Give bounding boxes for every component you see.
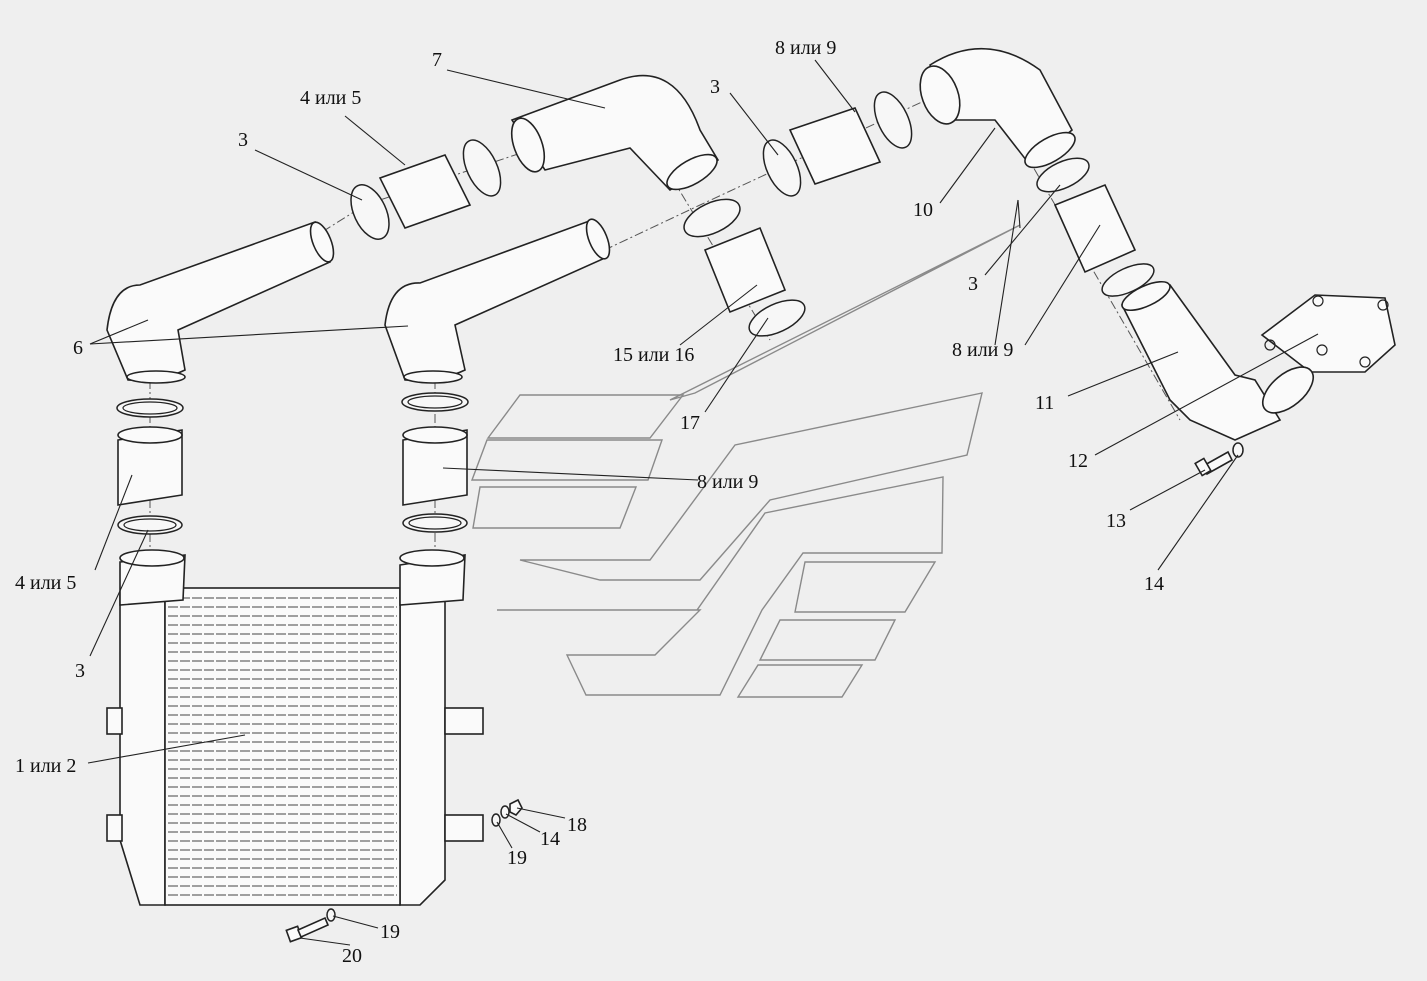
outlet-pipe-11 bbox=[1120, 280, 1282, 441]
label-18: 18 bbox=[567, 814, 587, 836]
label-17: 17 bbox=[680, 412, 700, 434]
elbow-pipe-left bbox=[106, 220, 335, 384]
label-15-or-16: 15 или 16 bbox=[613, 344, 694, 366]
left-connection-stack bbox=[116, 398, 184, 535]
callout-labels: 7 4 или 5 3 3 8 или 9 10 3 8 или 9 15 ил… bbox=[15, 37, 1164, 967]
watermark-logo bbox=[470, 224, 1021, 698]
label-19-upper: 19 bbox=[507, 847, 527, 869]
label-4-or-5-top: 4 или 5 bbox=[300, 87, 361, 109]
flange-12 bbox=[1260, 294, 1396, 414]
label-11: 11 bbox=[1035, 392, 1054, 414]
label-3-top-mid: 3 bbox=[710, 76, 720, 98]
fastener-bolt-13 bbox=[1194, 442, 1244, 477]
label-12: 12 bbox=[1068, 450, 1088, 472]
fastener-bolt-20 bbox=[285, 908, 336, 943]
radiator-fins bbox=[168, 597, 397, 896]
label-7: 7 bbox=[432, 49, 442, 71]
label-1-or-2: 1 или 2 bbox=[15, 755, 76, 777]
top-hose-group bbox=[350, 139, 502, 240]
label-14-bottom: 14 bbox=[540, 828, 560, 850]
label-3-right: 3 bbox=[968, 273, 978, 295]
right-hose-group bbox=[1036, 157, 1155, 297]
label-3-left: 3 bbox=[75, 660, 85, 682]
label-4-or-5-left: 4 или 5 bbox=[15, 572, 76, 594]
label-8-or-9-middle: 8 или 9 bbox=[697, 471, 758, 493]
label-6: 6 bbox=[73, 337, 83, 359]
elbow-pipe-middle bbox=[384, 218, 611, 384]
label-20: 20 bbox=[342, 945, 362, 967]
mid-connection-stack bbox=[401, 392, 469, 533]
label-10: 10 bbox=[913, 199, 933, 221]
label-3-top-left: 3 bbox=[238, 129, 248, 151]
elbow-pipe-10 bbox=[919, 47, 1076, 169]
label-19-lower: 19 bbox=[380, 921, 400, 943]
top-right-hose-group bbox=[762, 91, 913, 197]
label-14-right: 14 bbox=[1144, 573, 1164, 595]
fastener-nut-18 bbox=[491, 798, 523, 827]
label-13: 13 bbox=[1106, 510, 1126, 532]
intercooler-radiator bbox=[106, 549, 484, 906]
leader-lines bbox=[87, 59, 1319, 946]
vertical-hose-group bbox=[683, 198, 806, 337]
label-8-or-9-top: 8 или 9 bbox=[775, 37, 836, 59]
elbow-pipe-7 bbox=[510, 74, 720, 192]
label-8-or-9-right: 8 или 9 bbox=[952, 339, 1013, 361]
